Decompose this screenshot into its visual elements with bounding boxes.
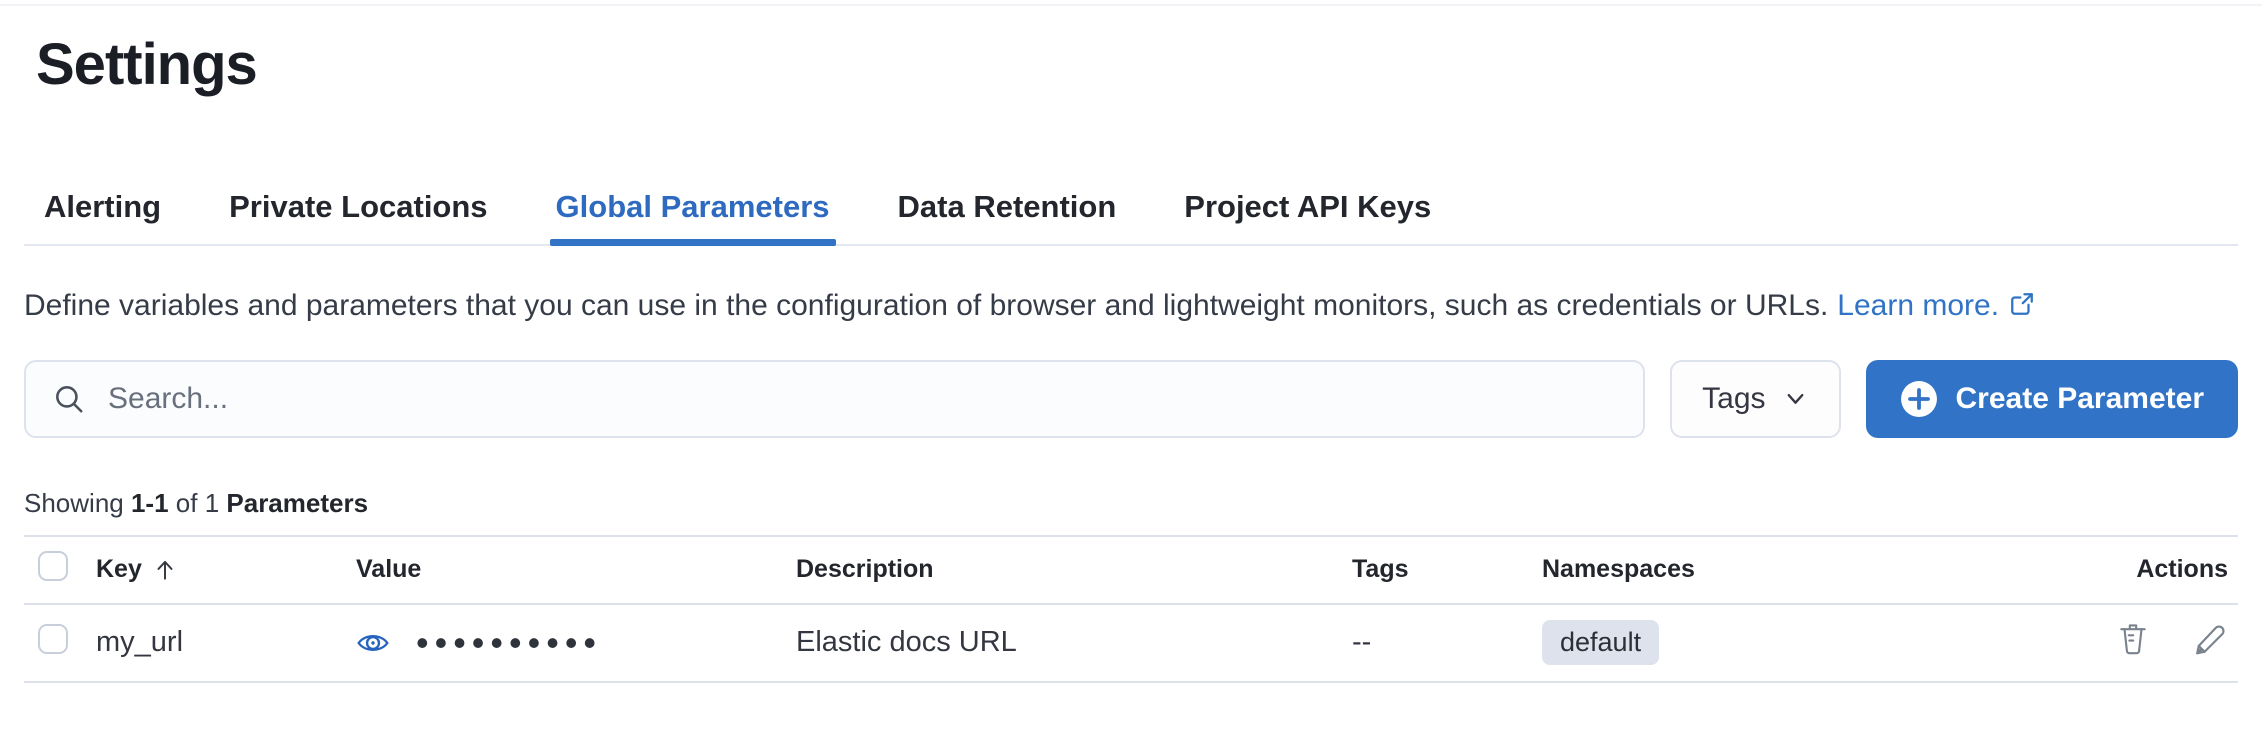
row-select-cell [24, 603, 96, 683]
actions-cell [1942, 603, 2238, 683]
summary-range: 1-1 [130, 487, 169, 518]
key-header-label: Key [96, 555, 142, 584]
settings-page: Settings Alerting Private Locations Glob… [0, 30, 2262, 683]
select-all-checkbox[interactable] [38, 551, 68, 582]
search-icon [56, 385, 83, 413]
value-cell: •••••••••• [356, 603, 796, 683]
parameters-table: Key Value Description Tags Namespaces Ac… [24, 534, 2238, 683]
table-header-row: Key Value Description Tags Namespaces Ac… [24, 535, 2238, 605]
delete-trash-icon[interactable] [2116, 622, 2150, 656]
summary-entity: Parameters [226, 487, 369, 518]
column-header-tags[interactable]: Tags [1352, 535, 1542, 605]
results-summary: Showing 1-1 of 1 Parameters [24, 488, 2238, 519]
column-header-namespaces[interactable]: Namespaces [1542, 535, 1942, 605]
sort-ascending-icon [157, 560, 173, 580]
description-cell: Elastic docs URL [796, 603, 1352, 683]
row-checkbox[interactable] [38, 623, 68, 654]
external-link-icon [2009, 282, 2035, 334]
create-parameter-button[interactable]: Create Parameter [1865, 359, 2238, 438]
tags-filter-button[interactable]: Tags [1670, 359, 1841, 438]
reveal-value-eye-icon[interactable] [356, 626, 390, 660]
search-box[interactable] [24, 359, 1646, 438]
table-row: my_url •••••••••• Elastic docs URL -- de… [24, 603, 2238, 683]
page-title: Settings [36, 32, 258, 97]
summary-middle: of 1 [175, 487, 220, 518]
column-header-description[interactable]: Description [796, 535, 1352, 605]
plus-in-circle-icon [1900, 380, 1937, 417]
description-text: Define variables and parameters that you… [24, 288, 1829, 322]
page-description: Define variables and parameters that you… [24, 280, 2238, 334]
chevron-down-icon [1787, 394, 1803, 404]
parameters-toolbar: Tags Create Parameter [24, 359, 2238, 438]
tab-private-locations[interactable]: Private Locations [229, 188, 488, 224]
tab-project-api-keys[interactable]: Project API Keys [1184, 188, 1432, 224]
tab-data-retention[interactable]: Data Retention [897, 188, 1117, 224]
learn-more-link[interactable]: Learn more. [1837, 288, 2000, 322]
settings-tabs: Alerting Private Locations Global Parame… [24, 188, 2238, 246]
column-header-value[interactable]: Value [356, 535, 796, 605]
select-all-cell [24, 535, 96, 605]
search-input[interactable] [108, 381, 1618, 416]
tab-global-parameters[interactable]: Global Parameters [549, 188, 836, 246]
namespaces-cell: default [1542, 603, 1942, 683]
column-header-key[interactable]: Key [96, 535, 356, 605]
tags-filter-label: Tags [1702, 381, 1766, 415]
tab-alerting[interactable]: Alerting [44, 188, 162, 224]
masked-value: •••••••••• [416, 621, 603, 663]
namespace-badge: default [1542, 620, 1660, 666]
key-cell: my_url [96, 603, 356, 683]
summary-prefix: Showing [24, 487, 124, 518]
edit-pencil-icon[interactable] [2194, 622, 2228, 656]
create-parameter-label: Create Parameter [1955, 381, 2204, 415]
column-header-actions: Actions [1942, 535, 2238, 605]
tags-cell: -- [1352, 603, 1542, 683]
page-top-edge [0, 0, 2262, 6]
